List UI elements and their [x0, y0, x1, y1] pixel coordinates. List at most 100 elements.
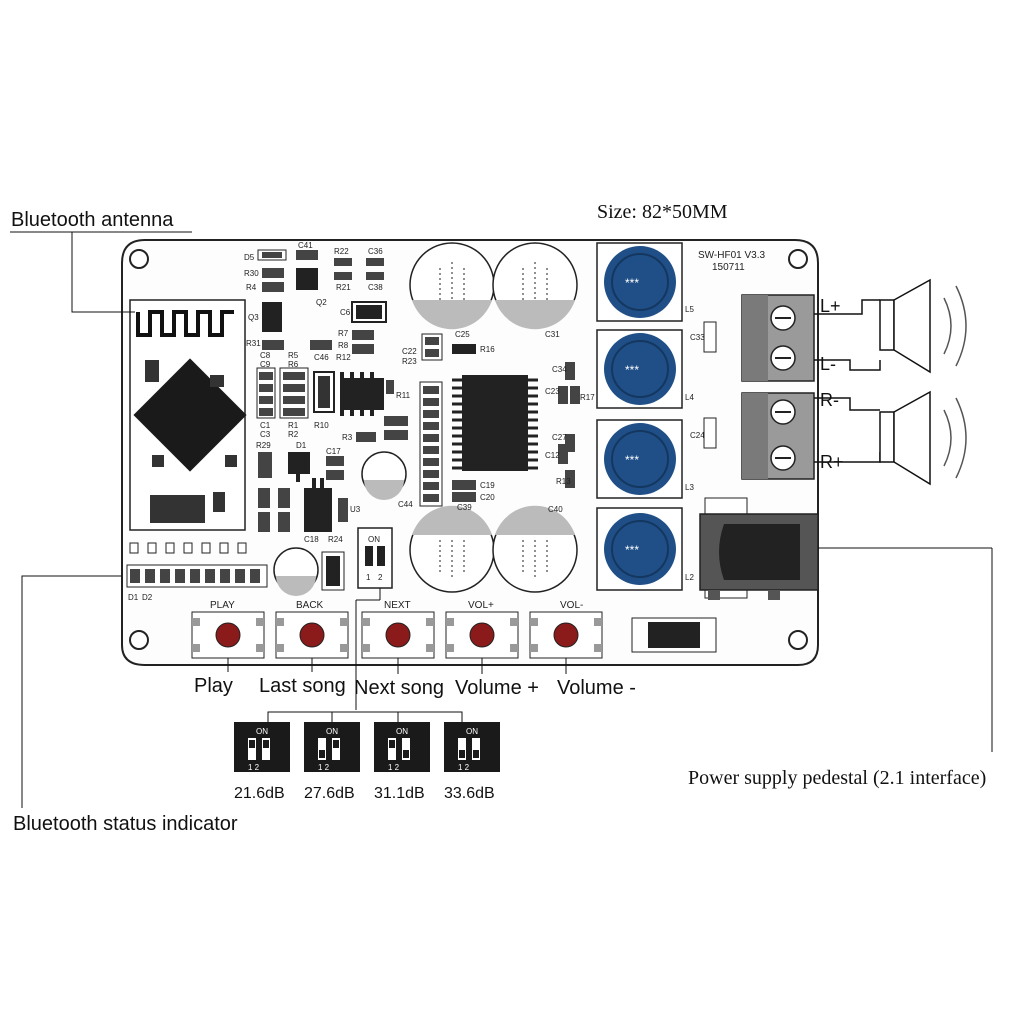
silk-r22: R22	[334, 247, 349, 256]
gain-switch-on: ON	[466, 727, 478, 736]
button-silk: NEXT	[384, 600, 411, 611]
button-silk: PLAY	[210, 600, 235, 611]
parts-near-inductors: C34 C23 R17 C27 C12 R13 C33 C24	[545, 321, 717, 488]
button-label-volume-down: Volume -	[557, 677, 636, 699]
terminal-r-minus: R-	[820, 390, 839, 410]
button-vol-down[interactable]: VOL-	[529, 600, 603, 659]
silk-l4: L4	[685, 393, 694, 402]
silk-c38: C38	[368, 283, 383, 292]
silk-r30: R30	[244, 269, 259, 278]
silk-r6: R6	[288, 360, 299, 369]
inductor-l3: ***	[596, 419, 683, 499]
silk-r8: R8	[338, 341, 349, 350]
small-capacitors: C44	[273, 451, 413, 596]
silk-one: 1	[366, 573, 371, 582]
silk-r31: R31	[246, 339, 261, 348]
silk-c3: C3	[260, 430, 271, 439]
silk-c9: C9	[260, 360, 271, 369]
silk-r4: R4	[246, 283, 257, 292]
board-model: SW-HF01 V3.3	[698, 250, 765, 261]
resistor-array: C1 R1 C3 R2 R10	[256, 367, 335, 439]
gain-switch-on: ON	[326, 727, 338, 736]
gain-switch-pins: 1 2	[458, 763, 470, 772]
silk-c25: C25	[455, 330, 470, 339]
gain-switch-2: ON 1 2 27.6dB	[304, 722, 360, 802]
silk-r16: R16	[480, 345, 495, 354]
silk-l5: L5	[685, 305, 694, 314]
silk-c19: C19	[480, 481, 495, 490]
led-pad-row	[129, 542, 247, 554]
amplifier-ic	[452, 375, 538, 471]
gain-switch-3: ON 1 2 31.1dB	[374, 722, 430, 802]
inductors: *** *** *** *** L5 L4 L3 L2	[596, 242, 694, 591]
silk-r24: R24	[328, 535, 343, 544]
silk-r2: R2	[288, 430, 299, 439]
silk-r10: R10	[314, 421, 329, 430]
gain-value: 27.6dB	[304, 785, 355, 802]
silk-c1: C1	[260, 421, 271, 430]
silk-r13: R13	[556, 477, 571, 486]
silk-c18: C18	[304, 535, 319, 544]
silk-c46: C46	[314, 353, 329, 362]
inductor-l2: ***	[596, 507, 683, 591]
mounting-hole-br	[788, 630, 808, 650]
silk-c31: C31	[545, 330, 560, 339]
gain-switch-pins: 1 2	[388, 763, 400, 772]
button-label-volume-up: Volume +	[455, 677, 539, 699]
silk-on: ON	[368, 535, 380, 544]
button-next[interactable]: NEXT	[361, 600, 435, 659]
silk-r11: R11	[396, 391, 411, 400]
silk-r29: R29	[256, 441, 271, 450]
cap-c39	[409, 505, 495, 593]
inductor-mark: ***	[625, 276, 639, 290]
smd-components-top: C41 R22 C36 D5 R30 R4 R21 C38 Q2 Q3 R31 …	[244, 241, 387, 369]
gain-switch-on: ON	[396, 727, 408, 736]
button-label-play: Play	[194, 675, 233, 697]
silk-q3: Q3	[248, 313, 259, 322]
button-vol-up[interactable]: VOL+	[445, 600, 519, 659]
button-silk: BACK	[296, 600, 324, 611]
gain-switch-on: ON	[256, 727, 268, 736]
gain-switch-pins: 1 2	[318, 763, 330, 772]
silk-c22: C22	[402, 347, 417, 356]
silk-c39: C39	[457, 503, 472, 512]
callout-lines	[10, 231, 993, 808]
silk-l3: L3	[685, 483, 694, 492]
silk-d5: D5	[244, 253, 255, 262]
silk-r17: R17	[580, 393, 595, 402]
gain-switch-4: ON 1 2 33.6dB	[444, 722, 500, 802]
button-play[interactable]: PLAY	[191, 600, 265, 659]
mounting-hole-tr	[788, 249, 808, 269]
large-capacitors: C25 C31 C39 C40	[409, 242, 578, 593]
status-led-row: D1 D2	[126, 564, 268, 602]
inductor-l4: ***	[596, 329, 683, 409]
inductor-mark: ***	[625, 543, 639, 557]
silk-d1: D1	[296, 441, 307, 450]
power-jack	[699, 497, 819, 600]
silk-c41: C41	[298, 241, 313, 250]
silk-q2: Q2	[316, 298, 327, 307]
button-back[interactable]: BACK	[275, 600, 349, 659]
lower-left-parts: R29 D1 C17 C18 R24	[256, 441, 348, 544]
silk-l2: L2	[685, 573, 694, 582]
silk-c36: C36	[368, 247, 383, 256]
button-silk: VOL-	[560, 600, 583, 611]
terminal-l-minus: L-	[820, 354, 836, 374]
silk-r12: R12	[336, 353, 351, 362]
silk-c6: C6	[340, 308, 351, 317]
callout-power-supply: Power supply pedestal (2.1 interface)	[688, 767, 986, 789]
silk-d2: D2	[142, 593, 153, 602]
silk-d1b: D1	[128, 593, 139, 602]
fuse	[631, 617, 717, 653]
callout-bluetooth-status: Bluetooth status indicator	[13, 813, 238, 835]
antenna-trace	[136, 310, 234, 337]
silk-c27: C27	[552, 433, 567, 442]
silk-c8: C8	[260, 351, 271, 360]
silk-r23: R23	[402, 357, 417, 366]
bluetooth-module	[129, 299, 247, 531]
speaker-terminal-right	[741, 392, 815, 480]
speaker-icon-right	[879, 390, 967, 486]
inductor-l5: ***	[596, 242, 683, 322]
board-date: 150711	[712, 262, 745, 273]
silk-r5: R5	[288, 351, 299, 360]
